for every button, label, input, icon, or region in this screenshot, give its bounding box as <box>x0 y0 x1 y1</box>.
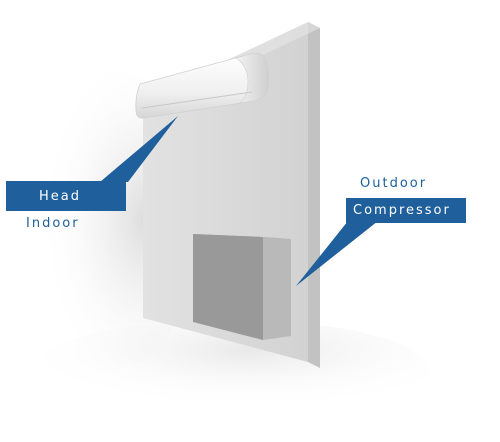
box-front <box>193 234 263 340</box>
indoor-callout-box <box>6 181 126 211</box>
indoor-unit-vent <box>141 91 253 109</box>
wall-side <box>308 22 320 368</box>
outdoor-callout-pointer <box>296 221 378 286</box>
outdoor-compressor-box <box>193 234 291 340</box>
indoor-label-line-2: Indoor <box>26 216 80 231</box>
indoor-unit-end <box>235 52 269 104</box>
indoor-label-line-1: Head <box>39 189 81 204</box>
outdoor-callout-box <box>346 198 466 223</box>
indoor-callout-pointer <box>100 116 178 182</box>
outdoor-label-line-1: Outdoor <box>360 176 428 191</box>
indoor-unit <box>135 52 270 119</box>
outdoor-label-line-2: Compressor <box>353 203 451 218</box>
box-side <box>263 237 291 340</box>
floor-shadow <box>30 320 430 420</box>
